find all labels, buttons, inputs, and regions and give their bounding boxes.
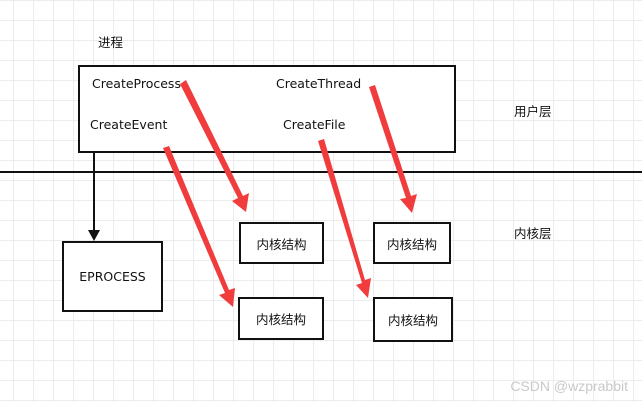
arrow-createthread: [369, 85, 417, 213]
create-file-label: CreateFile: [283, 117, 346, 132]
process-title: 进程: [98, 35, 124, 50]
kernel-structure-box: 内核结构: [373, 222, 451, 264]
kernel-structure-box: 内核结构: [239, 222, 324, 264]
eprocess-connector-arrowhead: [88, 230, 100, 241]
user-layer-label: 用户层: [514, 104, 552, 119]
create-process-label: CreateProcess: [92, 76, 181, 91]
kernel-layer-label: 内核层: [514, 226, 552, 241]
create-thread-label: CreateThread: [276, 76, 362, 91]
arrow-createprocess: [180, 80, 249, 212]
kernel-structure-label: 内核结构: [255, 312, 306, 327]
eprocess-label: EPROCESS: [79, 269, 146, 284]
arrow-createevent: [163, 146, 235, 307]
create-event-label: CreateEvent: [90, 117, 168, 132]
kernel-structure-box: 内核结构: [373, 297, 453, 342]
kernel-structure-label: 内核结构: [386, 236, 437, 252]
kernel-structure-label: 内核结构: [256, 236, 307, 252]
process-box: [78, 65, 456, 153]
eprocess-box: EPROCESS: [62, 241, 163, 312]
watermark: CSDN @wzprabbit: [510, 378, 628, 394]
kernel-structure-box: 内核结构: [238, 297, 324, 340]
red-arrows: [163, 80, 417, 307]
arrow-createfile: [318, 139, 371, 298]
kernel-structure-label: 内核结构: [387, 313, 438, 328]
